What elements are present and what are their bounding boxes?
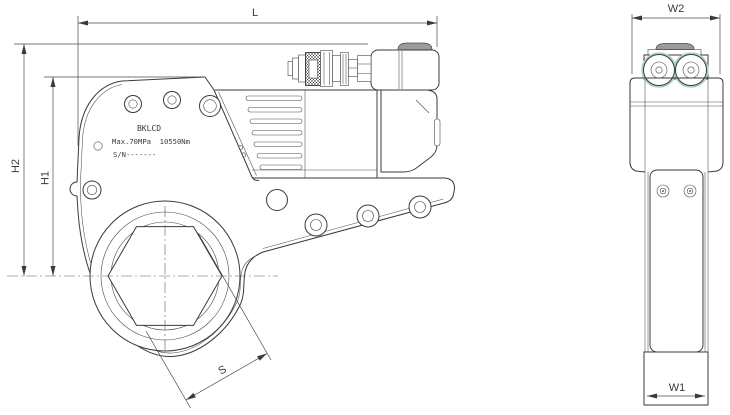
dim-L-label: L [252,7,258,19]
sv-body [629,77,724,352]
dimension-W2: W2 [631,3,721,74]
spec-label: Max.70MPa 10550Nm [112,137,190,146]
dimension-H2: H2 [10,43,368,276]
dim-S-label: S [216,363,228,377]
manifold-dome [397,42,433,51]
gusset-edge [204,76,260,182]
front-view: BKLCD Max.70MPa 10550Nm S/N------- [7,42,456,358]
dim-W1-label: W1 [669,382,686,394]
hex-socket [7,200,278,352]
brand-label: BKLCD [137,124,161,133]
side-view [629,43,724,406]
dim-H2-label: H2 [10,159,22,173]
dim-W2-label: W2 [668,3,685,15]
swivel-manifold [370,42,440,91]
serial-label: S/N------- [113,150,156,159]
end-cap [376,89,441,178]
dimension-L: L [77,7,438,146]
dimension-W1: W1 [647,382,705,399]
dimension-H1: H1 [40,76,203,276]
sv-couplers [641,52,709,88]
quick-coupler [287,50,372,87]
coupler-nut [357,55,372,82]
arm-bolt [266,189,432,237]
cooling-fins [245,95,303,170]
plate-bolt [82,91,221,200]
cylinder-body [213,89,378,179]
cap-side-tab [434,118,441,147]
dim-H1-label: H1 [40,171,52,185]
nameplate-text: BKLCD Max.70MPa 10550Nm S/N------- [112,124,190,159]
sv-manifold-dome [647,43,702,56]
sv-cassette-plate [649,169,704,353]
